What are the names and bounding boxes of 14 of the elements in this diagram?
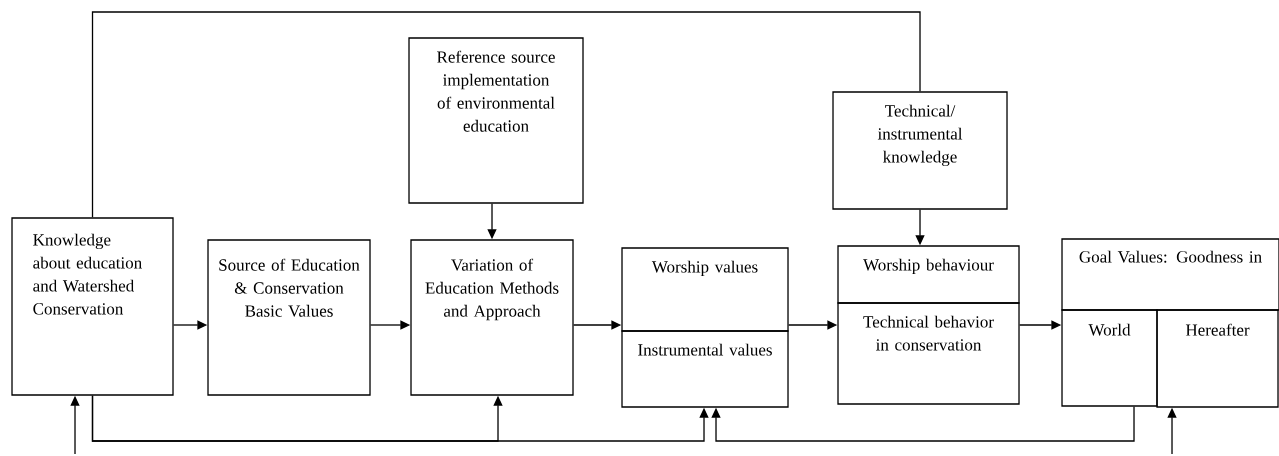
process-box: Knowledge about education and Watershed Conservation [11,217,174,396]
process-box: Worship behaviour [837,245,1020,304]
process-box: Worship values [621,247,789,332]
process-box: World [1061,309,1158,407]
process-box: Technical behavior in conservation [837,302,1020,405]
process-box: Reference source implementation of environmental education [408,37,584,204]
process-box: Instrumental values [621,330,789,408]
process-box: Hereafter [1156,309,1279,408]
arrow [711,406,1135,442]
process-box: Source of Education & Conservation Basic Values [207,239,371,396]
arrow [91,395,709,442]
process-box: Technical/ instrumental knowledge [832,91,1008,210]
process-box: Goal Values: Goodness in [1061,238,1279,311]
process-box: Variation of Education Methods and Approach [410,239,574,396]
